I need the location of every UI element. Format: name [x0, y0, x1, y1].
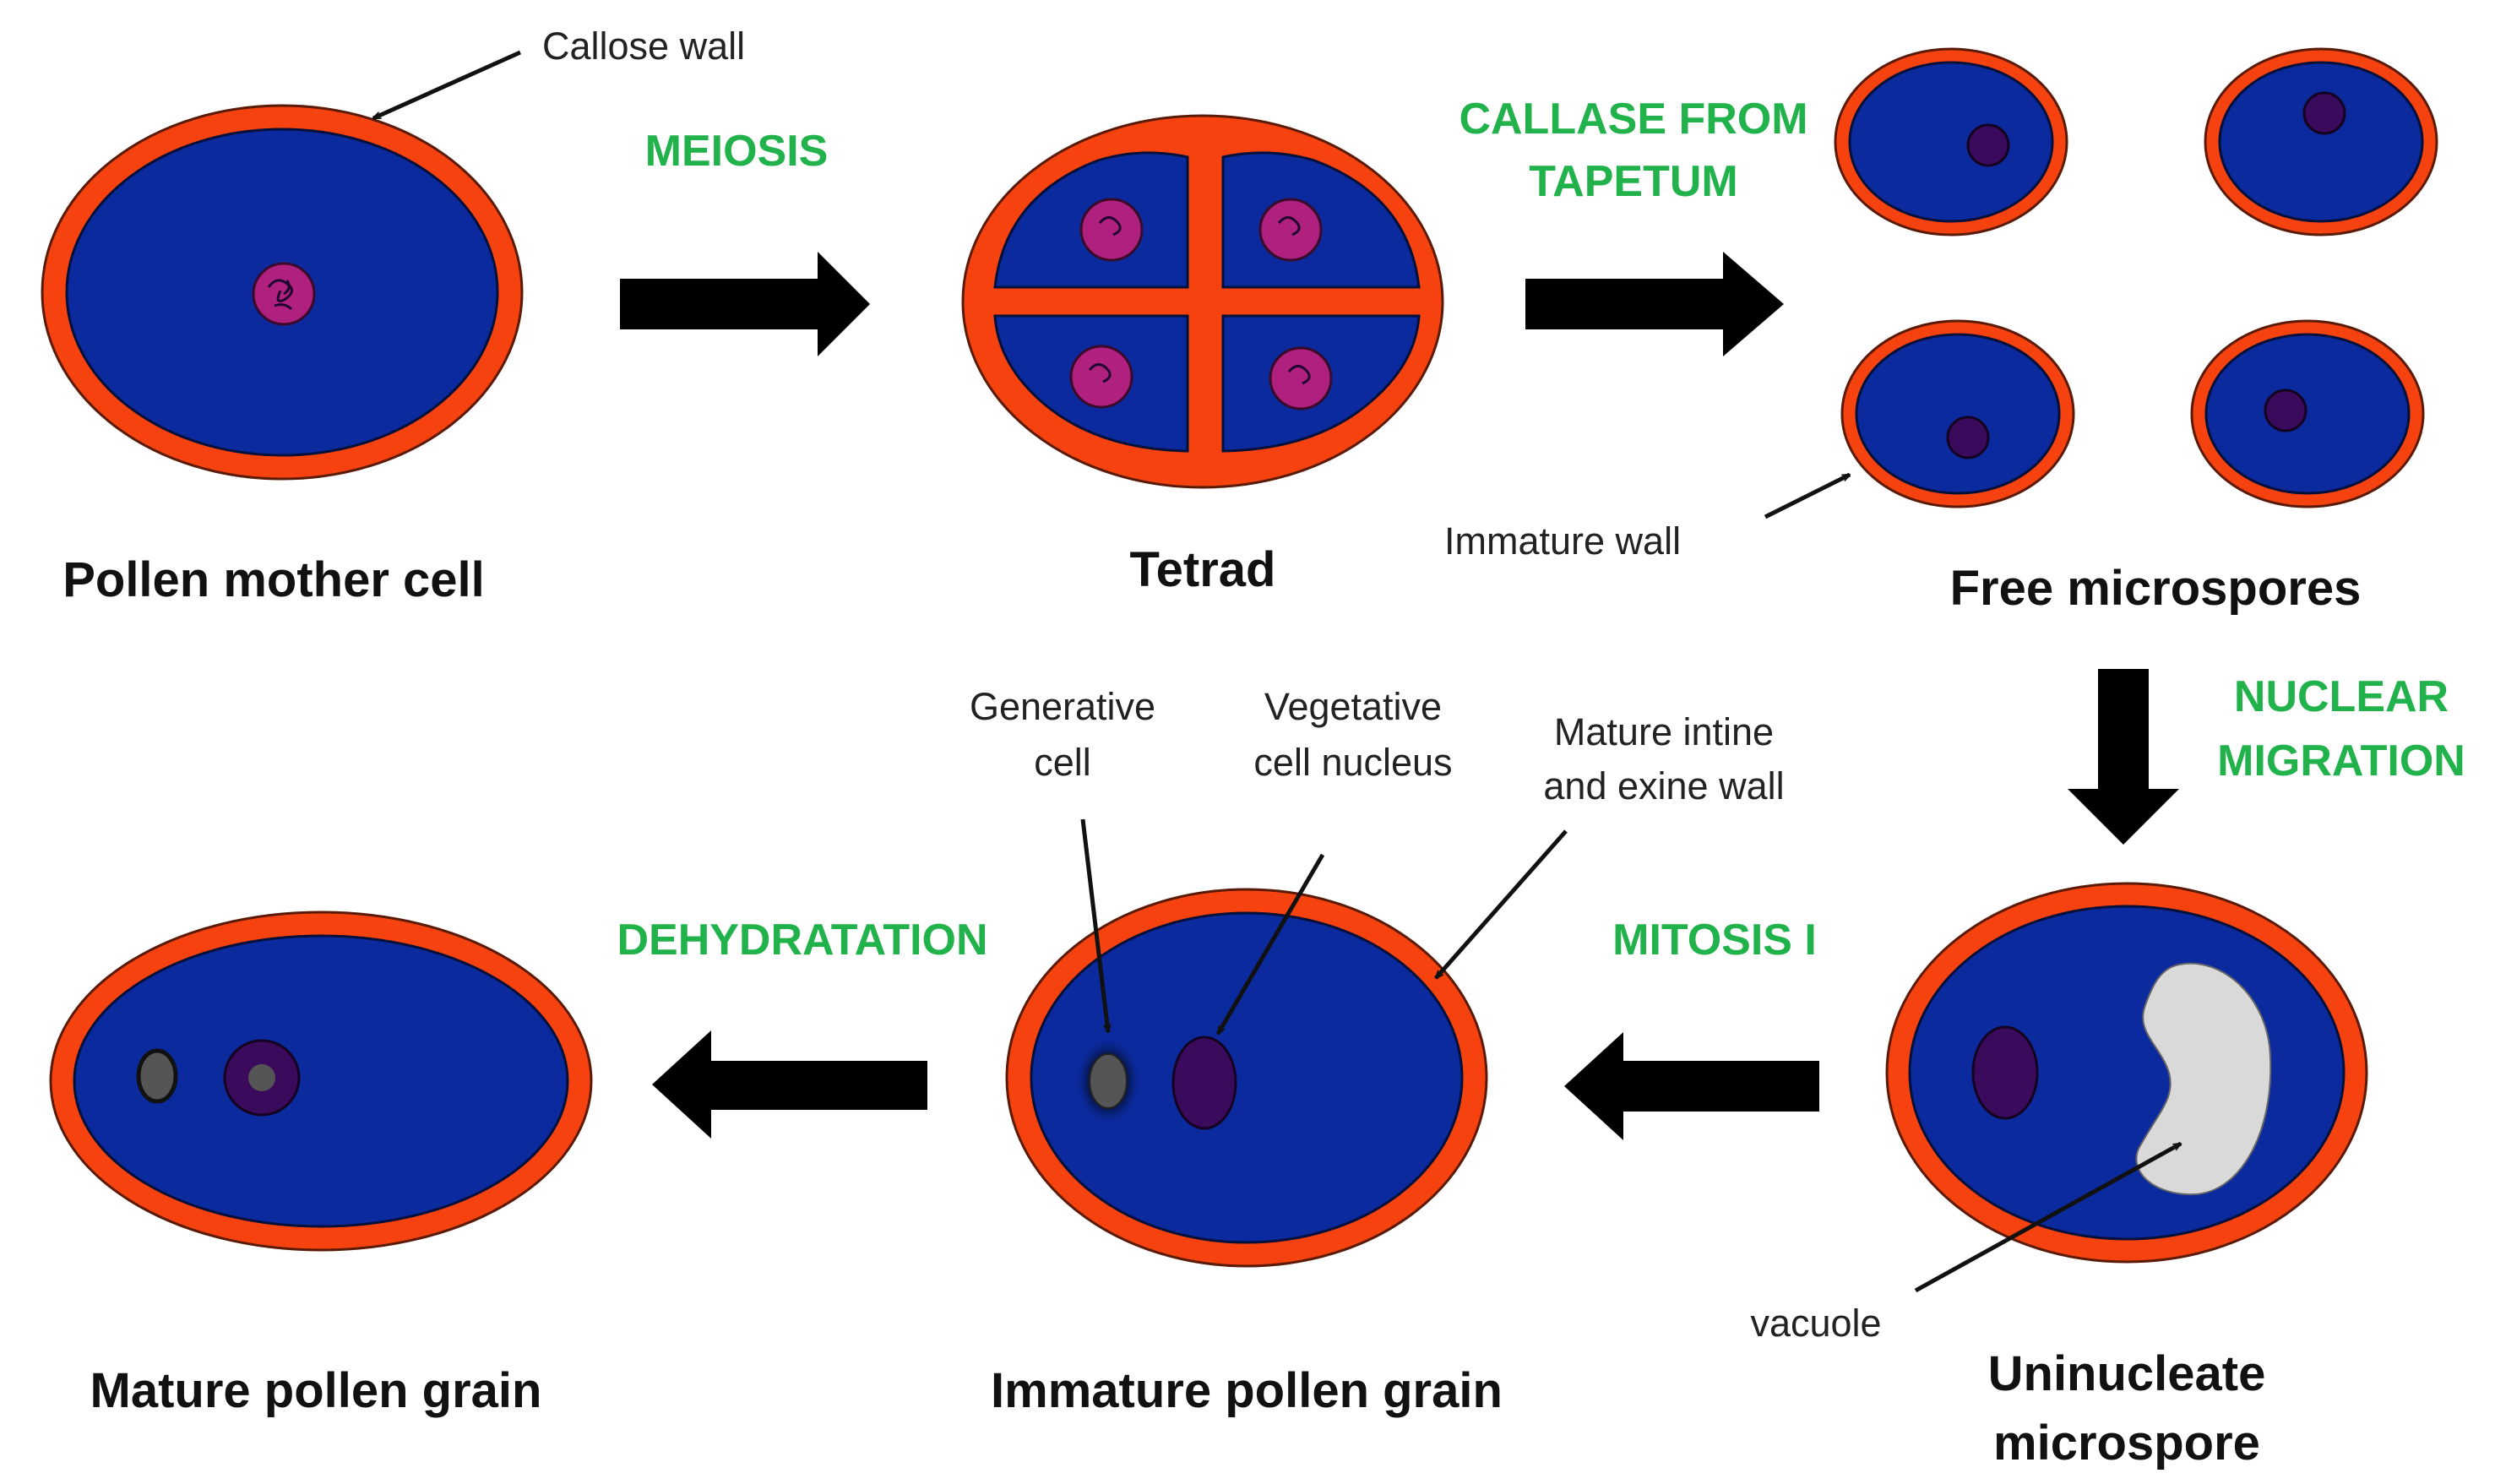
- pollen-mother-cell: [41, 104, 524, 481]
- process-label-meiosis: MEIOSIS: [645, 127, 829, 176]
- stage-title-tetrad: Tetrad: [1130, 542, 1276, 597]
- annotation-immature-wall: Immature wall: [1444, 519, 1681, 563]
- generative-cell: [1089, 1053, 1128, 1109]
- tetrad-nucleus: [1269, 346, 1333, 410]
- block-arrow-icon: [1564, 1032, 1819, 1140]
- annotation-generative-line1: Generative: [970, 685, 1155, 728]
- annotation-vegetative-line2: cell nucleus: [1253, 741, 1452, 784]
- chromatin: [267, 279, 293, 311]
- pointer-icon: [1215, 853, 1325, 1034]
- process-label-callase-line1: CALLASE FROM: [1459, 95, 1807, 144]
- process-label-nuclear-line1: NUCLEAR: [2234, 672, 2449, 721]
- block-arrow-icon: [2068, 669, 2179, 845]
- process-label-callase-line2: TAPETUM: [1529, 157, 1737, 206]
- microspore-nucleus: [2302, 91, 2346, 135]
- microspore-nucleus: [1966, 123, 2010, 167]
- block-arrow-icon: [652, 1030, 927, 1139]
- uninucleate-microspore: [1885, 882, 2368, 1264]
- free-microspores: [1834, 47, 2438, 508]
- generative-cell: [136, 1048, 178, 1104]
- chromatin: [1088, 216, 1311, 385]
- microspore: [1834, 47, 2068, 236]
- tetrad: [961, 114, 1444, 489]
- process-label-nuclear-line2: MIGRATION: [2217, 737, 2465, 785]
- cytoplasm: [73, 934, 569, 1228]
- annotation-callose-wall: Callose wall: [542, 24, 745, 68]
- annotation-generative-line2: cell: [1034, 741, 1091, 784]
- pointer-icon: [1080, 818, 1108, 1032]
- microspore: [1840, 319, 2075, 508]
- nucleus: [1971, 1025, 2039, 1120]
- annotation-vacuole: vacuole: [1750, 1302, 1881, 1345]
- tetrad-nucleus: [1079, 198, 1144, 262]
- callose-wall: [961, 114, 1444, 489]
- mature-pollen-grain: [49, 911, 593, 1252]
- block-arrow-icon: [620, 252, 870, 356]
- microspore: [2190, 319, 2425, 508]
- stage-title-immature-pollen-grain: Immature pollen grain: [991, 1363, 1503, 1418]
- vacuole: [2135, 962, 2272, 1196]
- pointer-icon: [1914, 1141, 2181, 1293]
- vegetative-nucleus: [1171, 1036, 1237, 1130]
- tetrad-nucleus: [1258, 198, 1323, 262]
- annotation-mature-wall-line2: and exine wall: [1543, 764, 1784, 807]
- annotation-vegetative-line1: Vegetative: [1264, 685, 1442, 728]
- stage-title-pollen-mother-cell: Pollen mother cell: [63, 552, 485, 607]
- cytoplasm: [1030, 911, 1464, 1244]
- generative-nucleus-inner: [248, 1064, 275, 1091]
- immature-pollen-grain: [1005, 888, 1488, 1268]
- stage-title-uninucleate-line1: Uninucleate: [1988, 1346, 2266, 1401]
- stage-title-mature-pollen-grain: Mature pollen grain: [90, 1363, 542, 1418]
- microspore-nucleus: [1946, 416, 1990, 459]
- stage-title-free-microspores: Free microspores: [1950, 561, 2362, 616]
- tetrad-cell: [1221, 151, 1421, 289]
- stage-title-uninucleate-line2: microspore: [1993, 1416, 2260, 1470]
- process-label-mitosis: MITOSIS I: [1612, 916, 1817, 965]
- microspore: [2204, 47, 2438, 236]
- tetrad-nucleus: [1069, 345, 1133, 409]
- pointer-icon: [373, 50, 522, 121]
- block-arrow-icon: [1525, 252, 1784, 356]
- pointer-icon: [1436, 829, 1568, 978]
- microspore-nucleus: [2264, 389, 2307, 432]
- process-label-dehydration: DEHYDRATATION: [617, 916, 987, 965]
- annotation-mature-wall-line1: Mature intine: [1554, 710, 1774, 753]
- pointer-icon: [1764, 472, 1850, 519]
